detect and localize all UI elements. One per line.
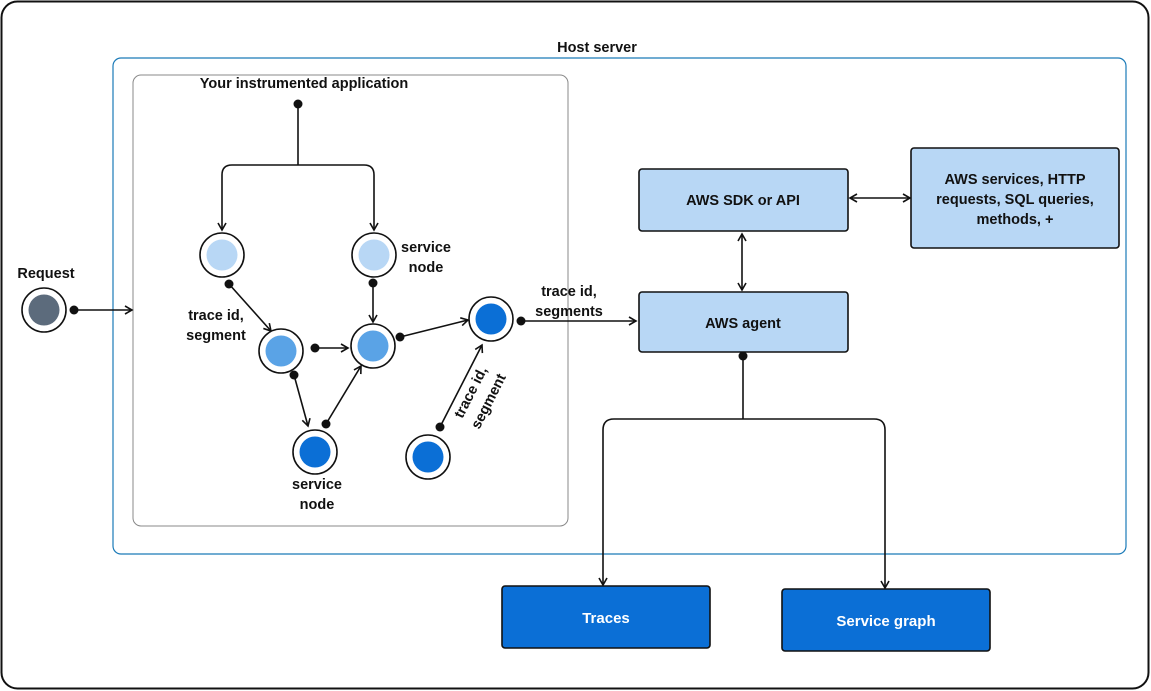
aws-services-label-2: requests, SQL queries, — [936, 192, 1094, 208]
aws-services-label-1: AWS services, HTTP — [944, 172, 1085, 188]
service-node-e — [292, 429, 338, 475]
app-label: Your instrumented application — [200, 76, 408, 92]
app-container — [132, 74, 569, 527]
host-server-label: Host server — [557, 40, 637, 56]
service-node-a — [199, 232, 245, 278]
service-node-label-bottom-2: node — [300, 497, 335, 513]
aws-sdk-label: AWS SDK or API — [686, 193, 800, 209]
service-graph-box: Service graph — [781, 588, 991, 652]
trace-segment-label-2: segment — [186, 328, 246, 344]
trace-segments-label-1: trace id, — [541, 284, 597, 300]
aws-agent-label: AWS agent — [705, 316, 781, 332]
service-node-label-top-1: service — [401, 240, 451, 256]
request-label: Request — [17, 266, 74, 282]
service-node-f — [468, 296, 514, 342]
trace-segments-label-2: segments — [535, 304, 603, 320]
service-node-b — [351, 232, 397, 278]
trace-segment-label-1: trace id, — [188, 308, 244, 324]
host-server-container — [112, 57, 1127, 555]
traces-label: Traces — [582, 610, 630, 627]
service-node-c — [258, 328, 304, 374]
service-node-g — [405, 434, 451, 480]
traces-box: Traces — [501, 585, 711, 649]
aws-services-label-3: methods, + — [977, 212, 1054, 228]
aws-agent-box: AWS agent — [638, 291, 849, 353]
aws-sdk-box: AWS SDK or API — [638, 168, 849, 232]
service-node-d — [350, 323, 396, 369]
service-graph-label: Service graph — [836, 613, 935, 630]
aws-services-box: AWS services, HTTP requests, SQL queries… — [910, 147, 1120, 249]
service-node-label-bottom-1: service — [292, 477, 342, 493]
service-node-label-top-2: node — [409, 260, 444, 276]
request-node — [21, 287, 67, 333]
